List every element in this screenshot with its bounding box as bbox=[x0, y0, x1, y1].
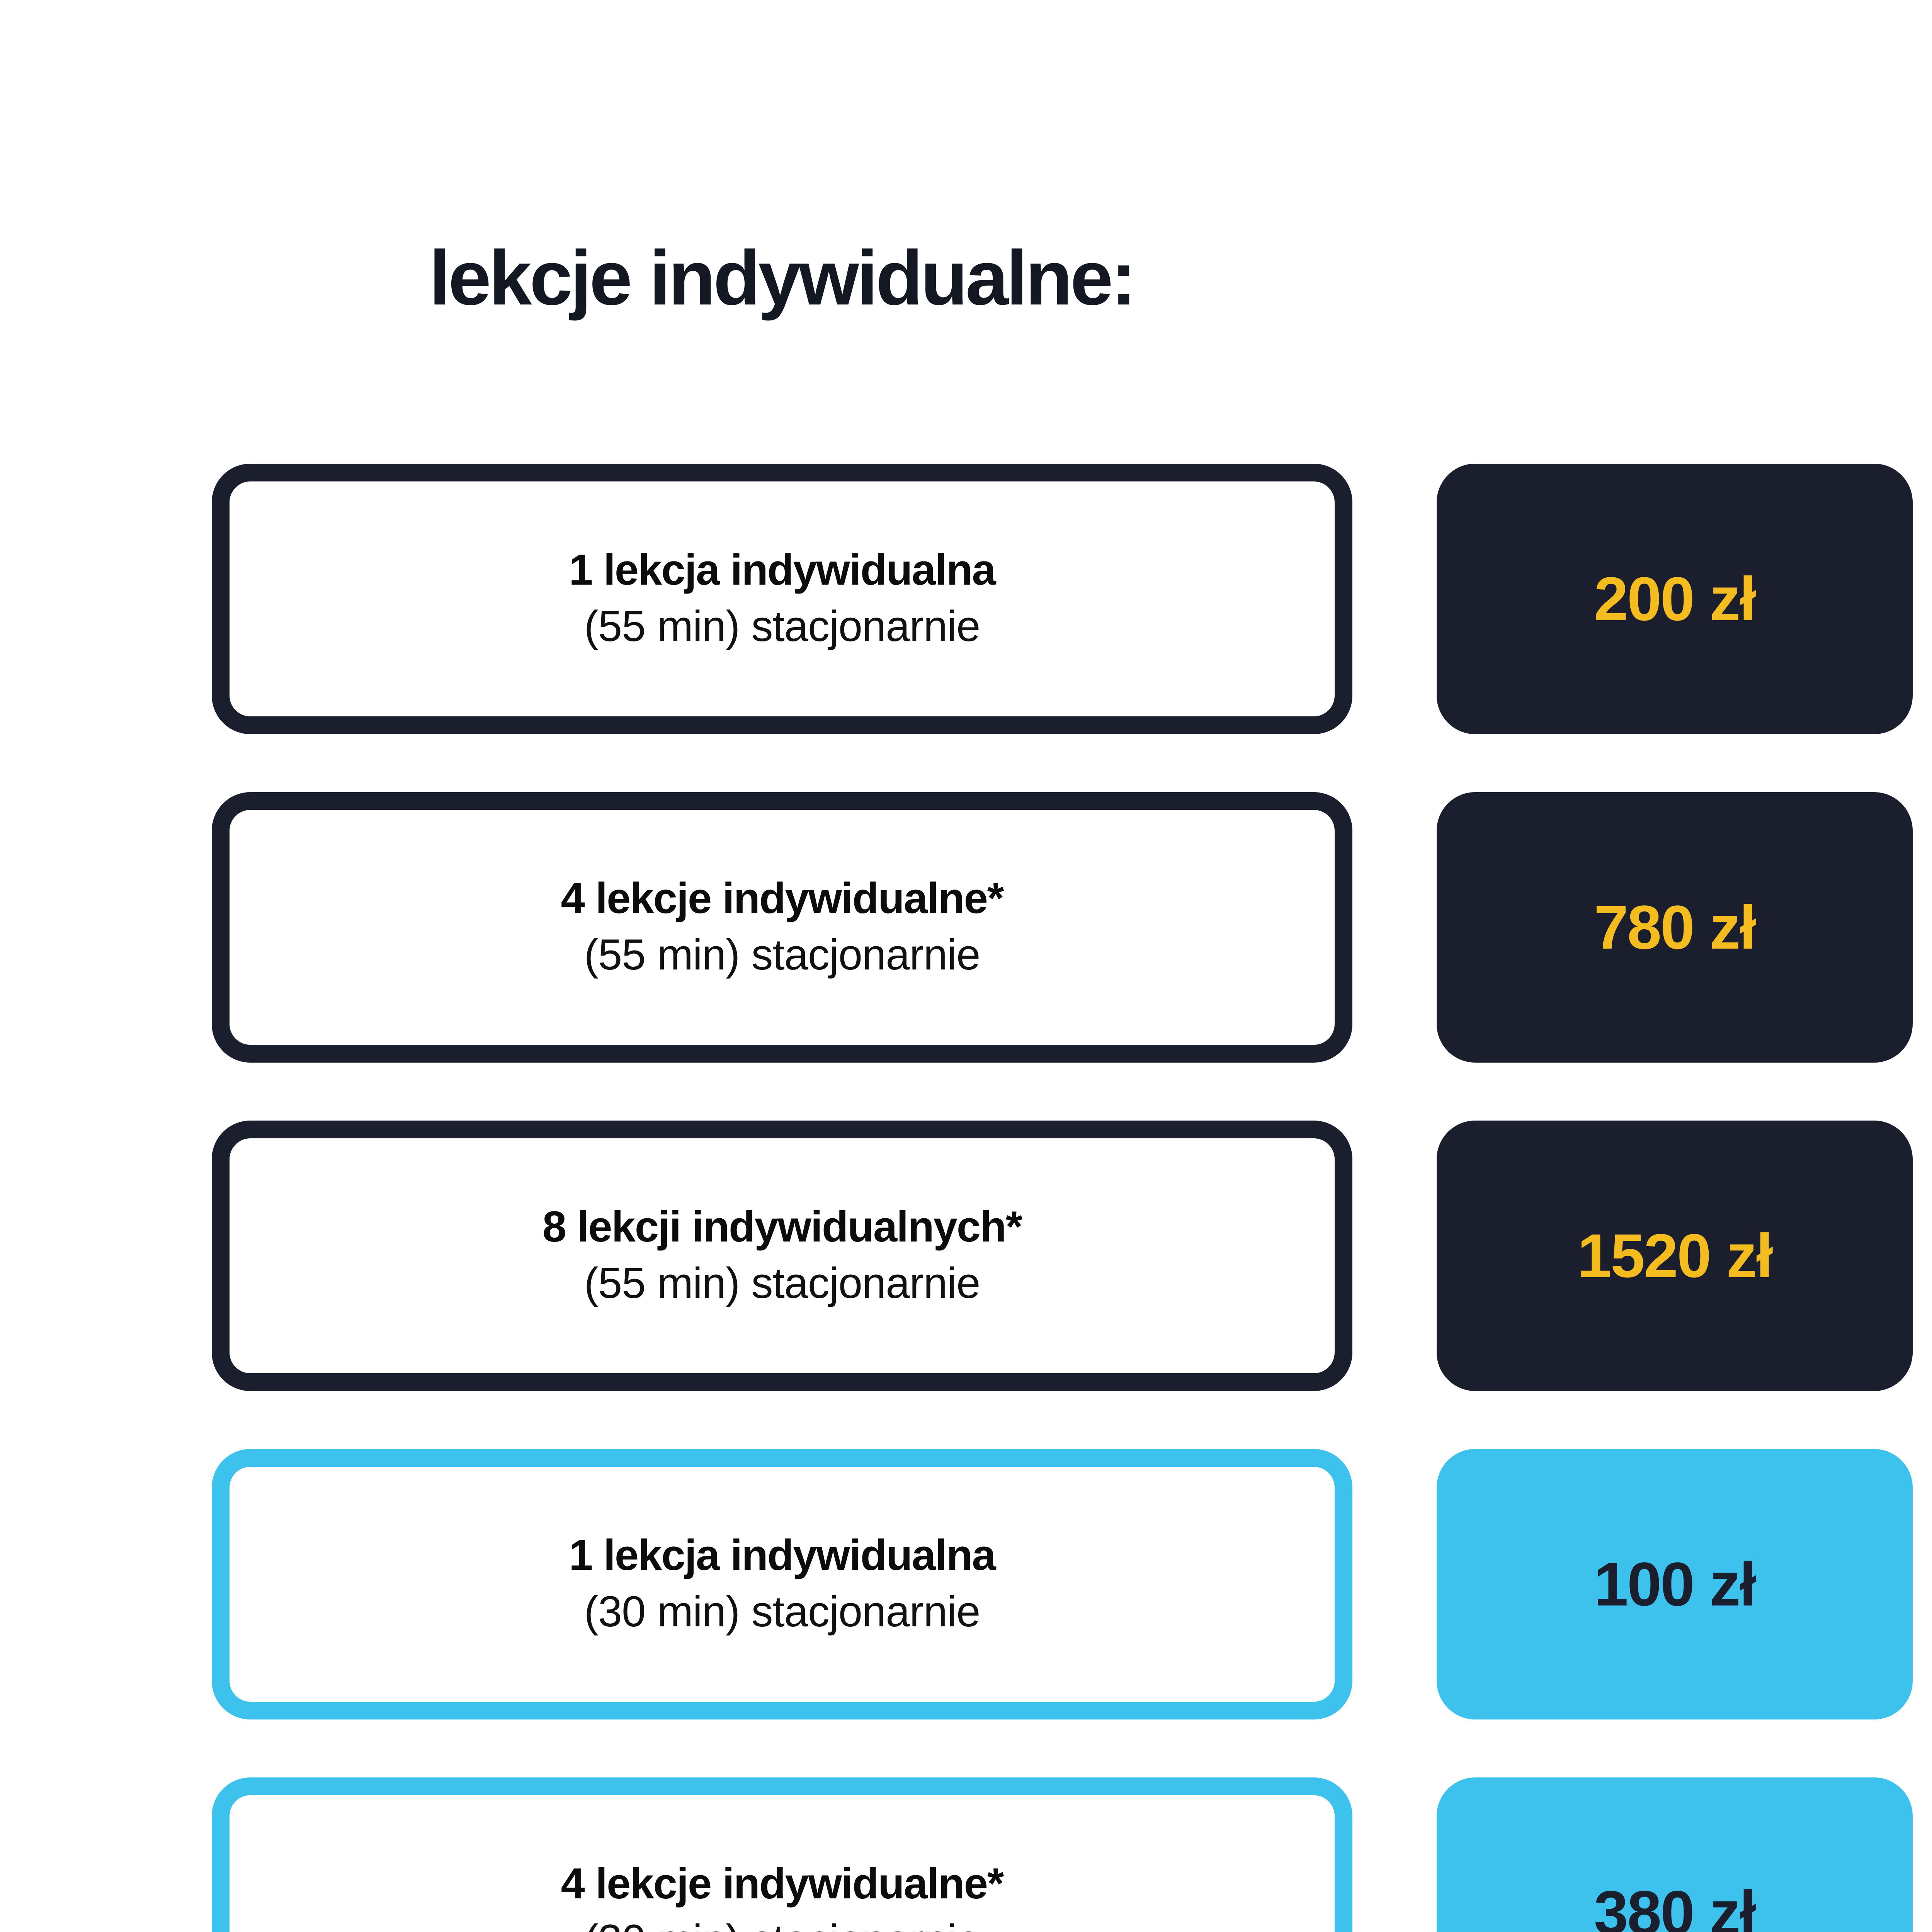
pricing-row: 8 lekcji indywidualnych* (55 min) stacjon… bbox=[0, 1121, 1932, 1391]
total-price-box[interactable]: 780 zł bbox=[1437, 792, 1913, 1063]
total-price-value: 380 zł bbox=[1594, 1878, 1757, 1932]
total-price-box[interactable]: 380 zł bbox=[1437, 1777, 1913, 1932]
total-price-value: 200 zł bbox=[1594, 564, 1757, 633]
lesson-label-card[interactable]: 4 lekcje indywidualne* (55 min) stacjonar… bbox=[212, 792, 1352, 1063]
lesson-title: 1 lekcja indywidualna bbox=[569, 545, 996, 594]
lesson-subtitle: (30 min) stacjonarnie bbox=[584, 1914, 981, 1932]
lesson-title: 4 lekcje indywidualne* bbox=[561, 1859, 1004, 1908]
total-price-box[interactable]: 100 zł bbox=[1437, 1449, 1913, 1719]
pricing-row: 4 lekcje indywidualne* (55 min) stacjonar… bbox=[0, 792, 1932, 1063]
total-price-value: 1520 zł bbox=[1577, 1221, 1773, 1290]
lesson-subtitle: (55 min) stacjonarnie bbox=[584, 602, 981, 650]
lesson-subtitle: (55 min) stacjonarnie bbox=[584, 1259, 981, 1307]
total-price-value: 100 zł bbox=[1594, 1549, 1757, 1619]
pricing-row: 1 lekcja indywidualna (55 min) stacjonarn… bbox=[0, 464, 1932, 734]
total-price-box[interactable]: 200 zł bbox=[1437, 464, 1913, 734]
lesson-label-card[interactable]: 1 lekcja indywidualna (55 min) stacjonarn… bbox=[212, 464, 1352, 734]
total-price-box[interactable]: 1520 zł bbox=[1437, 1121, 1913, 1391]
lesson-title: 4 lekcje indywidualne* bbox=[561, 874, 1004, 922]
lesson-label-card[interactable]: 8 lekcji indywidualnych* (55 min) stacjon… bbox=[212, 1121, 1352, 1391]
page-title: lekcje indywidualne: bbox=[429, 235, 1136, 321]
lesson-title: 8 lekcji indywidualnych* bbox=[542, 1202, 1022, 1251]
pricing-row: 4 lekcje indywidualne* (30 min) stacjonar… bbox=[0, 1777, 1932, 1932]
lesson-label-card[interactable]: 4 lekcje indywidualne* (30 min) stacjonar… bbox=[212, 1777, 1352, 1932]
pricing-row: 1 lekcja indywidualna (30 min) stacjonarn… bbox=[0, 1449, 1932, 1719]
lesson-label-card[interactable]: 1 lekcja indywidualna (30 min) stacjonarn… bbox=[212, 1449, 1352, 1719]
total-price-value: 780 zł bbox=[1594, 893, 1757, 962]
lesson-subtitle: (55 min) stacjonarnie bbox=[584, 930, 981, 979]
lesson-subtitle: (30 min) stacjonarnie bbox=[584, 1587, 981, 1636]
lesson-title: 1 lekcja indywidualna bbox=[569, 1531, 996, 1579]
